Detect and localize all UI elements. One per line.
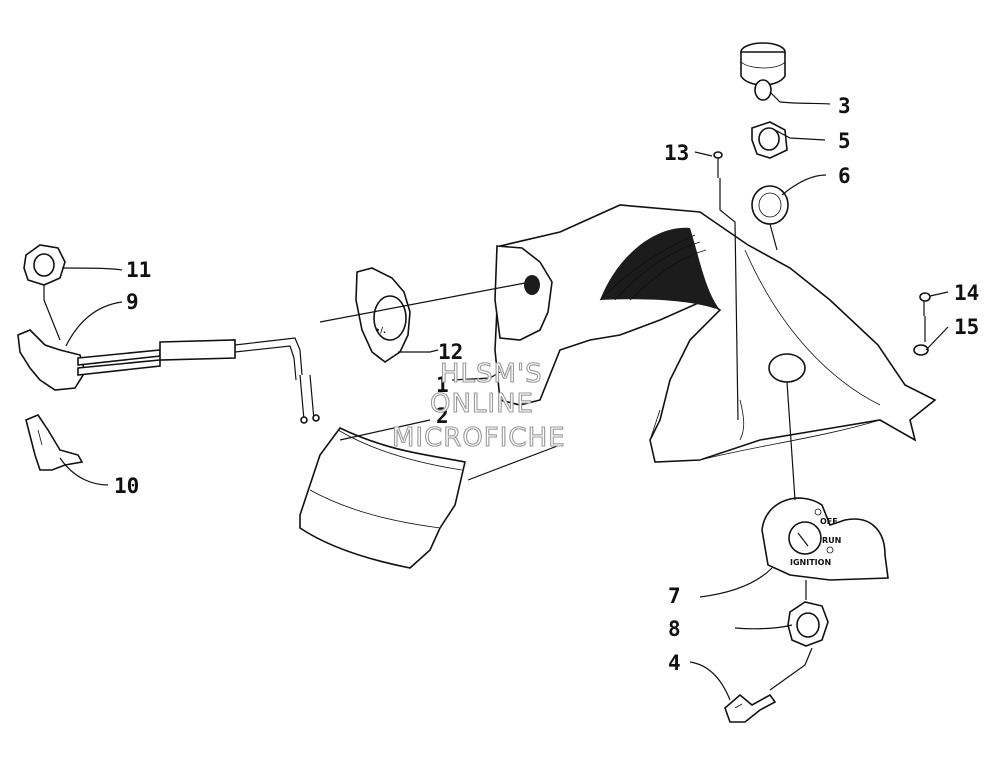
watermark-line-3: MICROFICHE	[392, 423, 566, 453]
lever-part-10	[25, 414, 84, 471]
plate-run-label: RUN	[822, 536, 841, 545]
washer-part-15	[913, 344, 929, 356]
nut-part-8	[787, 601, 829, 647]
screw-part-13	[713, 151, 723, 178]
callout-4: 4	[668, 651, 681, 675]
gasket-part-12: •/.	[355, 267, 411, 363]
callout-6: 6	[838, 164, 851, 188]
ignition-plate-part-7: OFF RUN IGNITION	[761, 497, 889, 581]
key-part-4	[724, 693, 777, 723]
callout-14: 14	[954, 281, 979, 305]
callout-10: 10	[114, 474, 139, 498]
lower-cover-part-2	[299, 426, 466, 569]
throttle-lever-part-9	[17, 329, 320, 424]
callout-15: 15	[954, 315, 979, 339]
callout-7: 7	[668, 584, 681, 608]
callout-12: 12	[438, 340, 463, 364]
callout-9: 9	[126, 290, 139, 314]
plate-off-label: OFF	[820, 517, 838, 526]
callout-5: 5	[838, 129, 851, 153]
callout-2: 2	[436, 404, 449, 428]
watermark-line-2: ONLINE	[430, 389, 534, 419]
leader-lines	[43, 91, 949, 701]
console-housing	[494, 204, 937, 463]
svg-text:•/.: •/.	[375, 326, 386, 335]
watermark-line-1: HLSM'S	[440, 359, 543, 389]
washer-part-6	[751, 185, 789, 225]
callout-13: 13	[664, 141, 689, 165]
knob-part-3	[740, 42, 786, 101]
bushing-part-5	[751, 121, 788, 159]
callout-11: 11	[126, 258, 151, 282]
callout-labels: 1 2 3 4 5 6 7 8 9 10 11 12 13 14 15	[114, 94, 979, 675]
plate-ignition-label: IGNITION	[790, 558, 831, 567]
screw-part-14	[919, 292, 931, 316]
callout-1: 1	[436, 373, 449, 397]
callout-8: 8	[668, 617, 681, 641]
callout-3: 3	[838, 94, 851, 118]
nut-part-11	[23, 244, 66, 286]
watermark: HLSM'S ONLINE MICROFICHE	[391, 358, 566, 453]
